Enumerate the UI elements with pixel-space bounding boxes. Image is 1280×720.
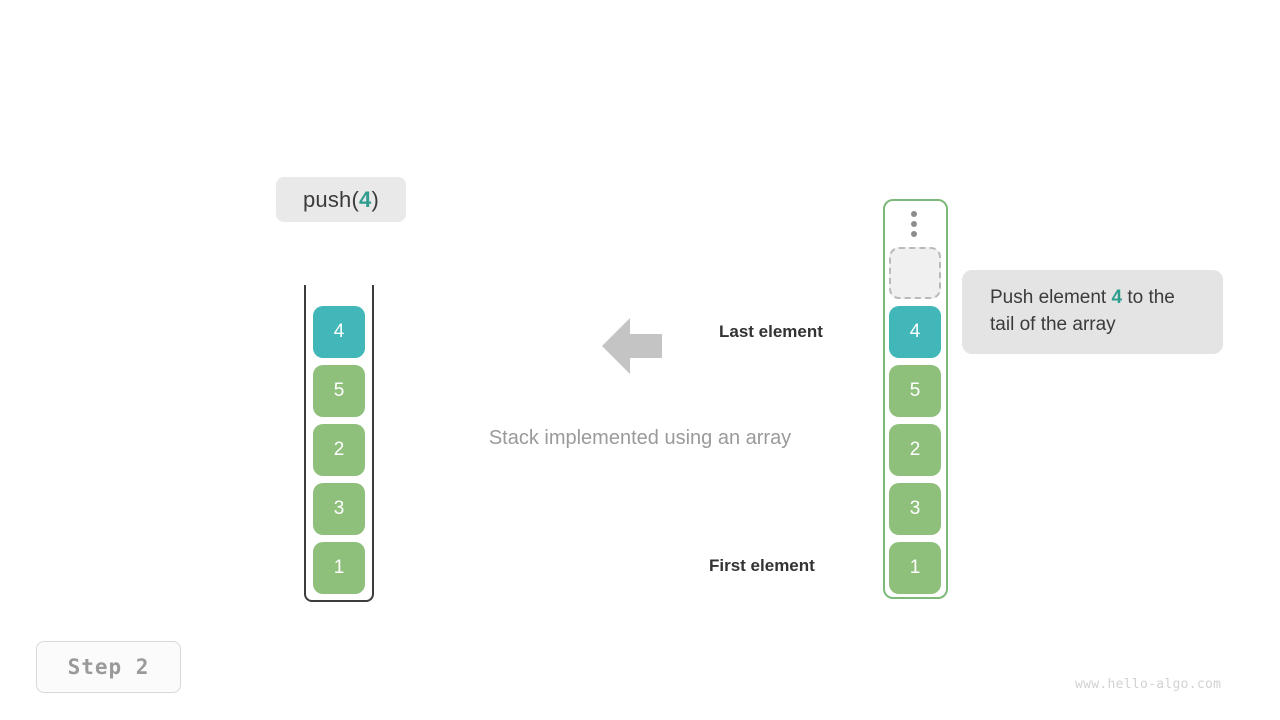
step-badge: Step 2 bbox=[36, 641, 181, 693]
stack-cell: 2 bbox=[313, 424, 365, 476]
array-cell: 2 bbox=[889, 424, 941, 476]
array-cell: 4 bbox=[889, 306, 941, 358]
array-cell-value: 3 bbox=[909, 498, 921, 519]
array-cell-value: 2 bbox=[909, 439, 921, 460]
ellipsis-dot bbox=[910, 231, 917, 237]
last-element-label: Last element bbox=[719, 322, 823, 341]
stack-cell-value: 2 bbox=[333, 439, 345, 460]
first-element-label: First element bbox=[709, 556, 815, 575]
array-cell-value: 4 bbox=[909, 321, 921, 342]
operation-value: 4 bbox=[359, 186, 372, 212]
stack-cell-list: 4 5 2 3 1 bbox=[313, 306, 365, 594]
array-cell-value: 5 bbox=[909, 380, 921, 401]
array-empty-slot bbox=[889, 247, 941, 299]
operation-open-paren: ( bbox=[351, 186, 360, 212]
stack-cell-value: 4 bbox=[333, 321, 345, 342]
arrow-left-icon bbox=[602, 317, 662, 375]
vertical-ellipsis-icon bbox=[910, 211, 917, 237]
stack-cell: 1 bbox=[313, 542, 365, 594]
array-cell-list: 4 5 2 3 1 bbox=[889, 247, 941, 594]
ellipsis-dot bbox=[910, 211, 917, 217]
array-cell: 3 bbox=[889, 483, 941, 535]
ellipsis-dot bbox=[910, 221, 917, 227]
stack-cell: 5 bbox=[313, 365, 365, 417]
stack-cell: 4 bbox=[313, 306, 365, 358]
operation-name: push bbox=[302, 186, 352, 212]
stack-container-frame bbox=[304, 285, 374, 602]
annotation-text-before: Push element bbox=[990, 287, 1112, 308]
stack-cell-value: 1 bbox=[333, 557, 345, 578]
array-cell: 5 bbox=[889, 365, 941, 417]
diagram-caption: Stack implemented using an array bbox=[488, 427, 792, 449]
array-container-frame bbox=[883, 199, 948, 599]
stack-cell-value: 5 bbox=[333, 380, 345, 401]
step-badge-label: Step 2 bbox=[67, 655, 150, 679]
annotation-value: 4 bbox=[1111, 287, 1123, 308]
stack-cell-value: 3 bbox=[333, 498, 345, 519]
operation-label: push(4) bbox=[276, 177, 406, 222]
operation-close-paren: ) bbox=[371, 186, 379, 212]
annotation-bubble: Push element 4 to the tail of the array bbox=[962, 270, 1223, 354]
stack-cell: 3 bbox=[313, 483, 365, 535]
annotation-text-after: to the tail of the array bbox=[990, 287, 1175, 335]
array-cell: 1 bbox=[889, 542, 941, 594]
watermark: www.hello-algo.com bbox=[1075, 677, 1222, 692]
array-cell-value: 1 bbox=[909, 557, 921, 578]
